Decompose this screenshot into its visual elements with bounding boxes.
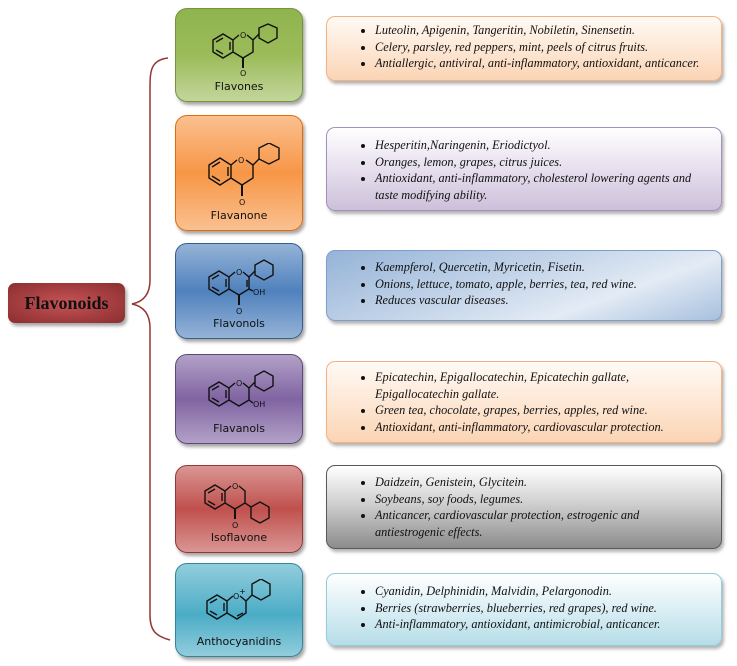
class-box-flavones: O O Flavones xyxy=(175,8,303,102)
svg-text:OH: OH xyxy=(253,288,265,297)
root-node-flavonoids: Flavonoids xyxy=(8,283,125,323)
root-label: Flavonoids xyxy=(24,292,109,313)
anthocyanidin-structure-icon: O + xyxy=(206,579,271,620)
class-box-flavanone: O O Flavanone xyxy=(175,115,303,231)
svg-text:O: O xyxy=(233,592,239,601)
info-box-flavonols: Kaempferol, Quercetin, Myricetin, Fiseti… xyxy=(326,250,722,321)
svg-text:O: O xyxy=(240,69,246,78)
info-list: Epicatechin, Epigallocatechin, Epicatech… xyxy=(357,369,711,435)
info-box-flavanols: Epicatechin, Epigallocatechin, Epicatech… xyxy=(326,361,722,443)
list-item: Antioxidant, anti-inflammatory, choleste… xyxy=(375,170,711,203)
info-list: Cyanidin, Delphinidin, Malvidin, Pelargo… xyxy=(357,583,711,633)
list-item: Soybeans, soy foods, legumes. xyxy=(375,491,711,508)
svg-text:O: O xyxy=(232,521,238,530)
isoflavone-structure-icon: O O xyxy=(204,482,270,530)
info-box-isoflavone: Daidzein, Genistein, Glycitein. Soybeans… xyxy=(326,465,722,549)
class-label: Flavonols xyxy=(213,317,265,330)
info-list: Hesperitin,Naringenin, Eriodictyol. Oran… xyxy=(357,137,711,203)
flavanone-structure-icon: O O xyxy=(208,143,280,207)
list-item: Anticancer, cardiovascular protection, e… xyxy=(375,507,711,540)
list-item: Luteolin, Apigenin, Tangeritin, Nobileti… xyxy=(375,22,711,39)
class-box-flavanols: O OH Flavanols xyxy=(175,354,303,444)
class-box-isoflavone: O O Isoflavone xyxy=(175,465,303,553)
class-label: Flavanone xyxy=(210,209,268,222)
list-item: Antioxidant, anti-inflammatory, cardiova… xyxy=(375,419,711,436)
info-box-flavones: Luteolin, Apigenin, Tangeritin, Nobileti… xyxy=(326,16,722,81)
flavanol-structure-icon: O OH xyxy=(208,370,274,409)
svg-text:O: O xyxy=(232,482,238,491)
svg-text:O: O xyxy=(240,31,246,40)
flavonol-structure-icon: O O OH xyxy=(208,259,274,316)
list-item: Epicatechin, Epigallocatechin, Epicatech… xyxy=(375,369,711,402)
flavone-structure-icon: O O xyxy=(212,23,278,78)
svg-text:O: O xyxy=(236,268,242,277)
info-box-anthocyanidins: Cyanidin, Delphinidin, Malvidin, Pelargo… xyxy=(326,573,722,646)
list-item: Daidzein, Genistein, Glycitein. xyxy=(375,474,711,491)
list-item: Green tea, chocolate, grapes, berries, a… xyxy=(375,402,711,419)
list-item: Cyanidin, Delphinidin, Malvidin, Pelargo… xyxy=(375,583,711,600)
list-item: Oranges, lemon, grapes, citrus juices. xyxy=(375,154,711,171)
class-label: Flavanols xyxy=(213,422,265,435)
list-item: Anti-inflammatory, antioxidant, antimicr… xyxy=(375,616,711,633)
svg-text:O: O xyxy=(236,379,242,388)
class-box-anthocyanidins: O + Anthocyanidins xyxy=(175,563,303,657)
class-label: Anthocyanidins xyxy=(196,635,282,648)
info-list: Daidzein, Genistein, Glycitein. Soybeans… xyxy=(357,474,711,540)
svg-text:O: O xyxy=(236,307,242,316)
list-item: Kaempferol, Quercetin, Myricetin, Fiseti… xyxy=(375,259,711,276)
info-box-flavanone: Hesperitin,Naringenin, Eriodictyol. Oran… xyxy=(326,127,722,211)
svg-text:OH: OH xyxy=(253,400,265,409)
list-item: Berries (strawberries, blueberries, red … xyxy=(375,600,711,617)
class-label: Isoflavone xyxy=(210,531,268,544)
class-label: Flavones xyxy=(214,80,264,93)
svg-text:O: O xyxy=(238,156,244,165)
list-item: Antiallergic, antiviral, anti-inflammato… xyxy=(375,55,711,72)
svg-text:O: O xyxy=(239,198,245,207)
list-item: Onions, lettuce, tomato, apple, berries,… xyxy=(375,276,711,293)
class-box-flavonols: O O OH Flavonols xyxy=(175,243,303,339)
list-item: Hesperitin,Naringenin, Eriodictyol. xyxy=(375,137,711,154)
info-list: Luteolin, Apigenin, Tangeritin, Nobileti… xyxy=(357,22,711,72)
list-item: Reduces vascular diseases. xyxy=(375,292,711,309)
svg-text:+: + xyxy=(239,587,246,596)
list-item: Celery, parsley, red peppers, mint, peel… xyxy=(375,39,711,56)
info-list: Kaempferol, Quercetin, Myricetin, Fiseti… xyxy=(357,259,711,309)
